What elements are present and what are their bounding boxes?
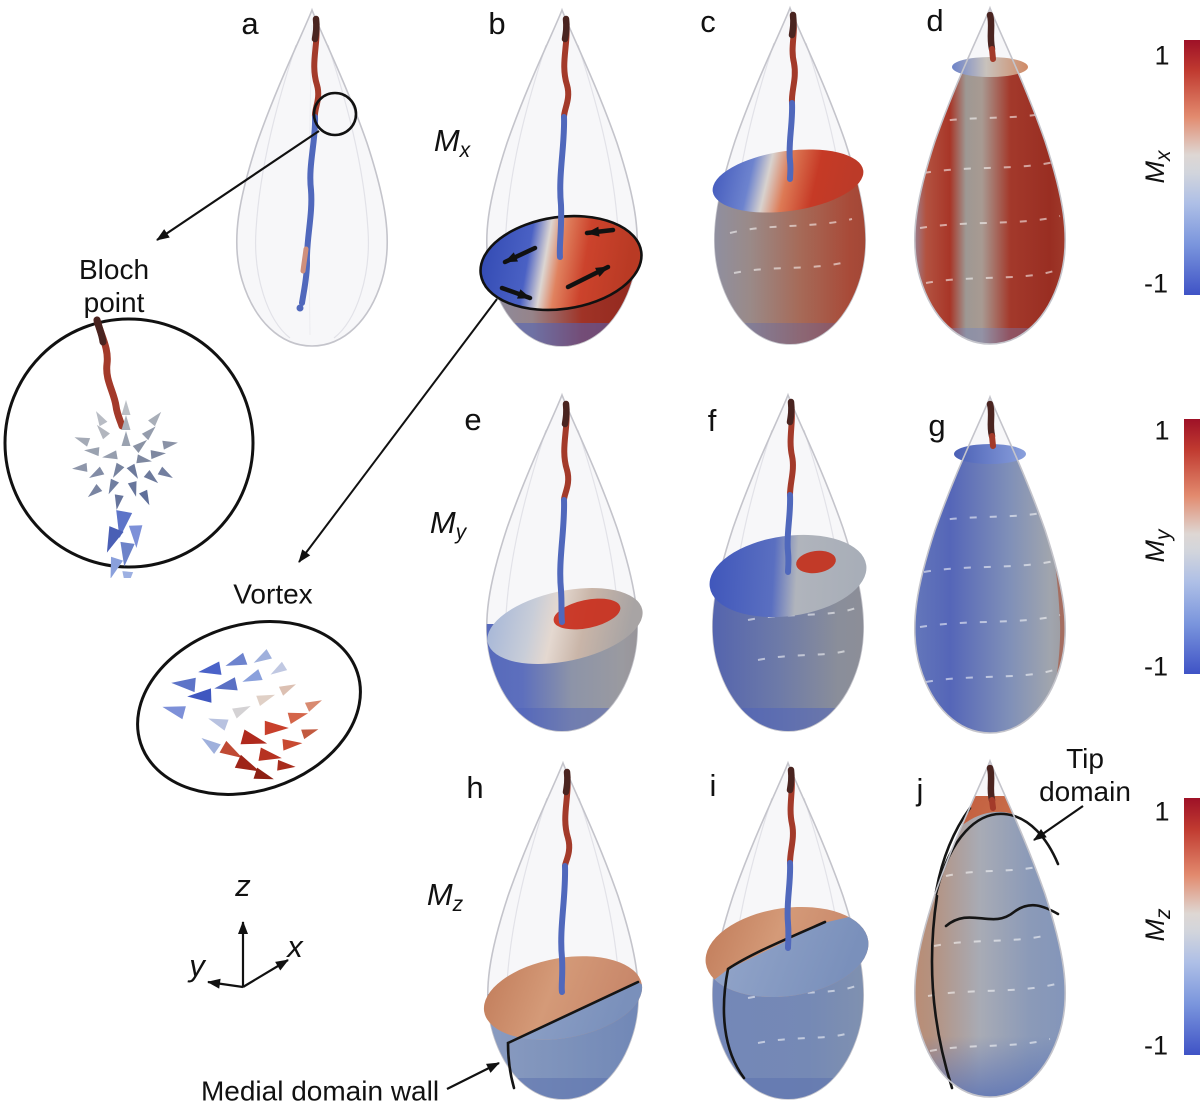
panel-label-f: f <box>707 403 717 438</box>
row-label-mz: Mz <box>426 877 464 916</box>
solid-body <box>914 65 1066 344</box>
panel-j-3d-view <box>913 760 1067 1098</box>
colorbar-mx <box>1184 40 1200 295</box>
colorbar-my-label: My <box>1140 529 1175 563</box>
panel-h-3d-view <box>483 762 643 1100</box>
medial-domain-wall-label: Medial domain wall <box>200 1075 440 1107</box>
panel-c-3d-view <box>712 7 867 345</box>
colorbar-mx-label: Mx <box>1140 150 1175 184</box>
panel-g-3d-view <box>913 396 1067 734</box>
colorbar-mz-max: 1 <box>1154 796 1170 827</box>
tip-domain-label: Tip domain <box>1039 743 1131 807</box>
z-axis-label: z <box>235 868 251 903</box>
panel-b-3d-view <box>479 9 643 347</box>
row-label-my: My <box>429 505 467 544</box>
colorbar-mx-min: -1 <box>1143 268 1169 299</box>
panel-label-i: i <box>709 768 717 803</box>
panel-a-3d-view <box>235 9 389 347</box>
panel-label-g: g <box>928 408 946 443</box>
medial-domain-wall-line <box>930 894 954 1090</box>
panel-label-b: b <box>488 6 506 41</box>
panel-e-3d-view <box>485 394 643 732</box>
bloch-point-chain <box>786 11 798 182</box>
bloch-point-chain <box>784 398 796 575</box>
bloch-point-inset <box>3 316 255 578</box>
y-axis-arrow <box>207 978 244 989</box>
panel-d-3d-view <box>913 7 1067 345</box>
circulation-arrows <box>499 226 616 301</box>
bloch-point-chain <box>986 764 996 811</box>
vortex-label: Vortex <box>233 578 313 610</box>
bloch-point-chain <box>558 768 573 995</box>
medial-domain-wall-line <box>722 920 827 1080</box>
bloch-point-chain <box>986 400 996 449</box>
x-axis-arrow <box>242 959 289 988</box>
medial-domain-wall-line <box>506 980 640 1090</box>
panel-label-j: j <box>916 772 924 807</box>
colorbar-mz-label: Mz <box>1140 908 1175 942</box>
panel-f-3d-view <box>709 394 867 732</box>
panel-label-e: e <box>464 402 482 437</box>
panel-i-3d-view <box>705 762 869 1100</box>
coordinate-axes <box>207 921 289 989</box>
bloch-point-chain <box>986 11 996 62</box>
bloch-point-chain <box>556 15 572 260</box>
colorbar-my-min: -1 <box>1143 651 1169 682</box>
x-axis-label: x <box>287 929 303 964</box>
panel-label-a: a <box>241 6 259 41</box>
vortex-cross-section <box>480 216 642 310</box>
panel-label-c: c <box>700 4 716 39</box>
bloch-point-chain <box>784 766 796 951</box>
colorbar-mz-min: -1 <box>1143 1030 1169 1061</box>
colorbar-my <box>1184 419 1200 674</box>
bloch-point-label: Bloch point <box>78 254 150 318</box>
bloch-point-chain <box>557 400 572 625</box>
panel-label-h: h <box>466 770 484 805</box>
panel-label-d: d <box>926 3 944 38</box>
colorbar-mx-max: 1 <box>1154 40 1170 71</box>
row-label-mx: Mx <box>433 123 471 162</box>
y-axis-label: y <box>189 948 205 983</box>
colorbar-mz <box>1184 798 1200 1055</box>
colorbar-my-max: 1 <box>1154 415 1170 446</box>
solid-body <box>914 452 1066 733</box>
vortex-inset <box>136 620 362 796</box>
